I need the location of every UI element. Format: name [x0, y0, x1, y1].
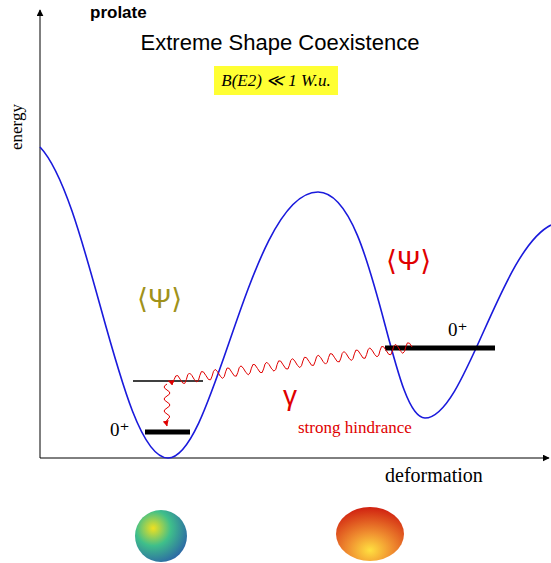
gamma-decay-wave	[164, 384, 169, 426]
axis-label: energy	[7, 104, 27, 150]
ground-level	[145, 430, 190, 435]
shape-type: prolate	[90, 3, 147, 23]
wavefunction-label: ⟨Ψ⟩	[137, 282, 182, 315]
axis-label: deformation	[385, 464, 483, 487]
spin-parity: 0⁺	[110, 418, 130, 441]
deformed-nucleus	[336, 507, 404, 561]
energy-axis	[40, 10, 41, 458]
wavefunction-label: ⟨Ψ⟩	[386, 244, 431, 277]
diagram-title: Extreme Shape Coexistence	[141, 30, 420, 56]
shape-isomer-level	[385, 346, 495, 351]
box-text: B(E2) ≪ 1 W.u.	[221, 70, 330, 91]
gamma-label: γ	[283, 380, 297, 412]
excited-level	[133, 380, 203, 382]
deformation-axis	[40, 458, 549, 459]
spin-parity: 0⁺	[448, 318, 468, 341]
potential-curve	[40, 147, 551, 458]
gamma-wave	[168, 343, 412, 384]
hindrance-note: strong hindrance	[298, 418, 412, 438]
highlight-box: B(E2) ≪ 1 W.u.	[214, 66, 337, 95]
spherical-nucleus	[135, 510, 187, 562]
